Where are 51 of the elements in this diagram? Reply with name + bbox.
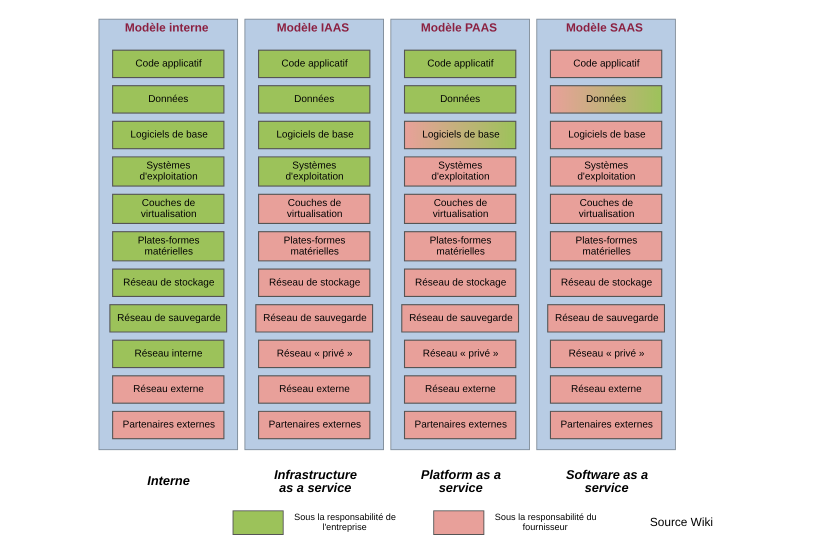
node-box: Réseau de stockage bbox=[112, 268, 224, 297]
node-box: Plates-formes matérielles bbox=[112, 231, 224, 262]
node-box: Partenaires externes bbox=[258, 410, 370, 440]
node-box: Couches de virtualisation bbox=[258, 194, 370, 224]
node-box: Logiciels de base bbox=[550, 120, 662, 150]
node-box: Réseau de sauvegarde bbox=[255, 304, 374, 333]
node-box: Réseau « privé » bbox=[550, 340, 662, 368]
node-box: Réseau « privé » bbox=[404, 340, 516, 368]
node-box: Réseau de stockage bbox=[404, 268, 516, 297]
node-box: Réseau externe bbox=[112, 375, 224, 404]
node-box: Code applicatif bbox=[112, 50, 224, 78]
legend-label: Sous la responsabilité de l'entreprise bbox=[294, 512, 396, 532]
node-label: Infrastructure as a service bbox=[274, 467, 357, 495]
node-label: Platform as a service bbox=[420, 467, 502, 495]
node-box: Systèmes d'exploitation bbox=[258, 156, 370, 187]
node-box: Réseau externe bbox=[550, 375, 662, 404]
node-box: Couches de virtualisation bbox=[112, 194, 224, 224]
node-box: Couches de virtualisation bbox=[404, 194, 516, 224]
node-box: Plates-formes matérielles bbox=[404, 231, 516, 262]
node-label: Software as a service bbox=[566, 467, 648, 495]
node-box: Plates-formes matérielles bbox=[258, 231, 370, 262]
node-box: Données bbox=[258, 85, 370, 114]
node-box: Code applicatif bbox=[258, 50, 370, 78]
legend-label: Sous la responsabilité du fournisseur bbox=[494, 512, 597, 532]
node-box: Données bbox=[404, 85, 516, 114]
node-box: Réseau « privé » bbox=[258, 340, 370, 368]
node-box: Réseau de sauvegarde bbox=[401, 304, 520, 333]
node-box: Code applicatif bbox=[404, 50, 516, 78]
node-box: Réseau de stockage bbox=[550, 268, 662, 297]
node-box: Réseau de sauvegarde bbox=[547, 304, 666, 333]
node-box: Couches de virtualisation bbox=[550, 194, 662, 224]
node-box: Plates-formes matérielles bbox=[550, 231, 662, 262]
node-box: Logiciels de base bbox=[258, 120, 370, 150]
node-box: Réseau externe bbox=[258, 375, 370, 404]
node-box: Partenaires externes bbox=[550, 410, 662, 440]
node-box: Logiciels de base bbox=[112, 120, 224, 150]
node-box: Partenaires externes bbox=[404, 410, 516, 440]
node-box: Systèmes d'exploitation bbox=[550, 156, 662, 187]
node-box: Réseau de sauvegarde bbox=[109, 304, 228, 333]
node-box: Réseau interne bbox=[112, 340, 224, 368]
node-box: Partenaires externes bbox=[112, 410, 224, 440]
label: Source Wiki bbox=[650, 514, 714, 529]
node-box: Logiciels de base bbox=[404, 120, 516, 150]
node-box: Données bbox=[112, 85, 224, 114]
node-label: Interne bbox=[147, 472, 190, 488]
node-box: Systèmes d'exploitation bbox=[112, 156, 224, 187]
node-box: Réseau de stockage bbox=[258, 268, 370, 297]
node-box: Systèmes d'exploitation bbox=[404, 156, 516, 187]
node-box: Code applicatif bbox=[550, 50, 662, 78]
node-box: Données bbox=[550, 85, 662, 114]
node-box: Réseau externe bbox=[404, 375, 516, 404]
